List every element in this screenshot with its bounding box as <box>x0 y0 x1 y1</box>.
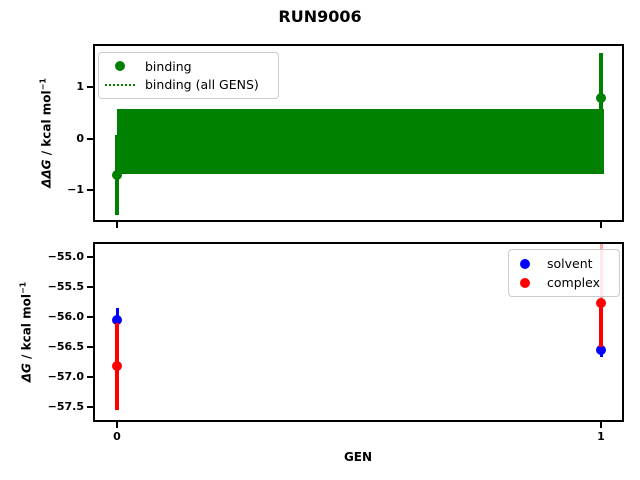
x-axis-label: GEN <box>343 450 373 464</box>
legend-row-binding-all-gens: binding (all GENS) <box>103 77 270 92</box>
legend-label-binding-all-gens: binding (all GENS) <box>145 77 259 93</box>
top-ytick-label-0: 0 <box>76 132 84 145</box>
bottom-ytick-56-5 <box>87 346 93 348</box>
legend-row-solvent: solvent <box>511 256 611 271</box>
bottom-ytick-55-5 <box>87 286 93 288</box>
bottom-ytick-55-0 <box>87 256 93 258</box>
solvent-marker-icon <box>511 258 539 269</box>
top-ylabel-units: / kcal mol <box>39 90 54 160</box>
bottom-xtick-label-1: 1 <box>597 430 605 443</box>
binding-marker-icon <box>103 61 137 72</box>
top-ylabel-sup: −1 <box>38 78 48 91</box>
top-ylabel-math: ΔΔG <box>39 159 54 188</box>
solvent-point-gen1 <box>596 345 606 355</box>
complex-point-gen0 <box>112 361 122 371</box>
legend-label-binding: binding <box>145 58 192 74</box>
bottom-ytick-56-0 <box>87 316 93 318</box>
top-y-axis-label: ΔΔG / kcal mol−1 <box>39 78 54 188</box>
bottom-ylabel-math: ΔG <box>19 363 34 383</box>
legend-row-binding: binding <box>103 59 270 74</box>
bottom-ytick-label-55-5: −55.5 <box>47 280 84 293</box>
binding-point-gen1 <box>596 93 606 103</box>
bottom-xtick-label-0: 0 <box>113 430 121 443</box>
top-ytick-0 <box>87 138 93 140</box>
bottom-ytick-57-0 <box>87 376 93 378</box>
bottom-ytick-label-55-0: −55.0 <box>47 250 84 263</box>
bottom-plot-legend: solvent complex <box>508 249 620 297</box>
bottom-ylabel-units: / kcal mol <box>19 294 34 364</box>
top-ytick-neg1 <box>87 189 93 191</box>
bottom-xtick-0 <box>116 422 118 428</box>
dotted-line-icon <box>103 83 137 86</box>
top-plot-legend: binding binding (all GENS) <box>98 52 279 99</box>
top-plot-axes: binding binding (all GENS) <box>93 44 624 222</box>
bottom-ytick-label-57-0: −57.0 <box>47 370 84 383</box>
bottom-ytick-57-5 <box>87 406 93 408</box>
bottom-y-axis-label: ΔG / kcal mol−1 <box>19 282 34 383</box>
top-xtick-1 <box>600 222 602 228</box>
legend-label-solvent: solvent <box>547 256 593 271</box>
bottom-ylabel-sup: −1 <box>18 281 28 295</box>
bottom-xtick-1 <box>600 422 602 428</box>
solvent-point-gen0 <box>112 315 122 325</box>
figure-title: RUN9006 <box>278 7 362 26</box>
bottom-ytick-label-56-5: −56.5 <box>47 340 84 353</box>
complex-marker-icon <box>511 277 539 288</box>
top-xtick-0 <box>116 222 118 228</box>
bottom-ytick-label-57-5: −57.5 <box>47 400 84 413</box>
complex-errorbar-gen1 <box>599 302 603 347</box>
complex-point-gen1 <box>596 298 606 308</box>
legend-row-complex: complex <box>511 275 611 290</box>
binding-point-gen0 <box>112 170 122 180</box>
top-ytick-1 <box>87 86 93 88</box>
top-ytick-label-1: 1 <box>76 80 84 93</box>
top-ytick-label-neg1: −1 <box>67 183 84 196</box>
bottom-ytick-label-56-0: −56.0 <box>47 310 84 323</box>
binding-all-gens-band <box>117 109 604 174</box>
legend-label-complex: complex <box>547 275 600 290</box>
bottom-plot-axes: solvent complex <box>93 242 624 422</box>
